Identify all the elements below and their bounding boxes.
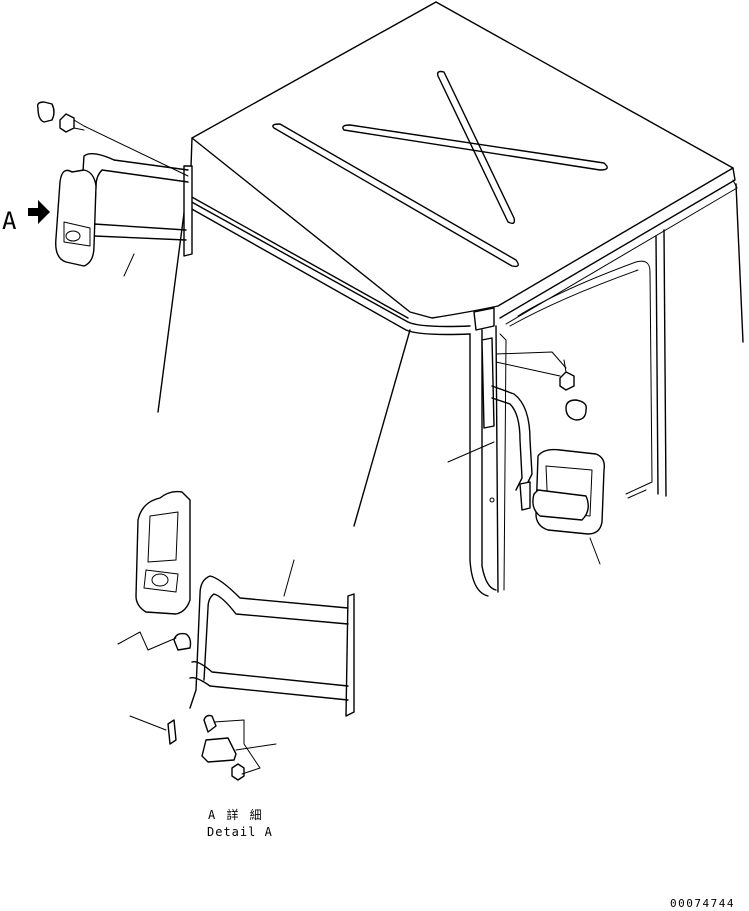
detail-caption-english: Detail A [207, 825, 273, 839]
roof-trim-bar [187, 199, 495, 336]
detail-mirror-head [135, 490, 191, 615]
detail-caption-japanese: A 詳 細 [208, 807, 264, 822]
roof-ribs [272, 70, 608, 268]
cab-pillars [157, 197, 667, 597]
left-mirror-assembly [55, 153, 193, 267]
right-mirror-assembly [481, 337, 606, 535]
cab-roof [189, 1, 744, 343]
leader-lines [117, 253, 601, 775]
drawing-number: 00074744 [670, 897, 735, 910]
bolt-and-cap-right [559, 359, 587, 421]
nut-and-bolt-upper-left [36, 101, 189, 177]
view-label-letter: A [2, 207, 17, 235]
detail-mirror-stay [189, 575, 355, 717]
view-arrow [28, 200, 50, 224]
detail-small-parts [167, 632, 245, 781]
